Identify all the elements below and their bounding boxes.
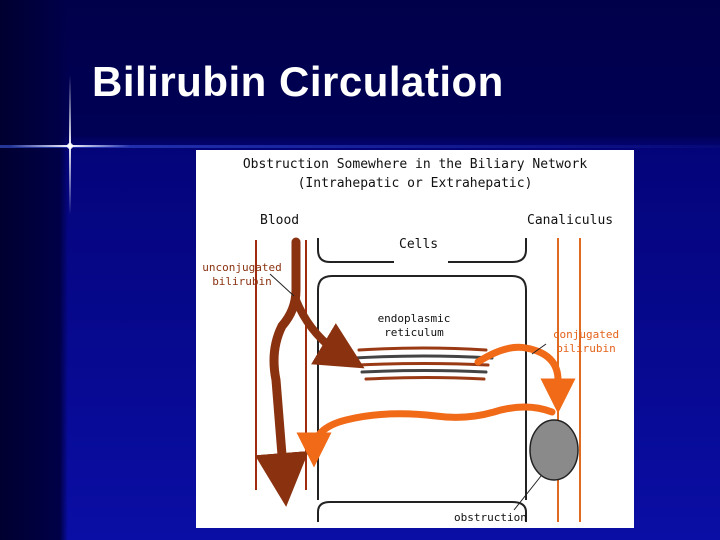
diagram-title-line2: (Intrahepatic or Extrahepatic) <box>298 176 533 191</box>
conjugated-arrow-to-canaliculus <box>474 343 576 414</box>
label-cells: Cells <box>399 237 438 252</box>
label-obstruction: obstruction <box>454 511 527 524</box>
unconjugated-pointer <box>269 273 295 297</box>
unconjugated-arrow-to-er <box>292 296 365 369</box>
obstruction-pointer <box>513 475 542 511</box>
label-blood: Blood <box>260 213 299 228</box>
endoplasmic-reticulum <box>352 346 494 381</box>
label-conjugated-line1: conjugated <box>553 328 619 341</box>
label-canaliculus: Canaliculus <box>527 213 613 228</box>
unconjugated-arrow-down <box>254 237 309 507</box>
slide-left-band <box>0 0 68 540</box>
diagram-panel: Obstruction Somewhere in the Biliary Net… <box>196 150 634 528</box>
label-unconjugated-line2: bilirubin <box>212 275 272 288</box>
diagram-title-line1: Obstruction Somewhere in the Biliary Net… <box>243 157 588 172</box>
cell-membrane-top-right <box>448 238 527 263</box>
bilirubin-diagram: Obstruction Somewhere in the Biliary Net… <box>202 157 619 524</box>
conjugated-pointer <box>531 343 547 355</box>
cell-membrane-top-left <box>317 238 394 263</box>
cell-membrane-bottom <box>317 501 527 522</box>
label-er-line1: endoplasmic <box>378 312 451 325</box>
cell-membrane-middle <box>317 275 527 500</box>
label-er-line2: reticulum <box>384 326 444 339</box>
conjugated-arrow-reflux <box>296 403 556 468</box>
obstruction-blob <box>529 419 579 481</box>
slide-title: Bilirubin Circulation <box>92 58 504 105</box>
label-unconjugated-line1: unconjugated <box>202 261 281 274</box>
label-conjugated-line2: bilirubin <box>556 342 616 355</box>
